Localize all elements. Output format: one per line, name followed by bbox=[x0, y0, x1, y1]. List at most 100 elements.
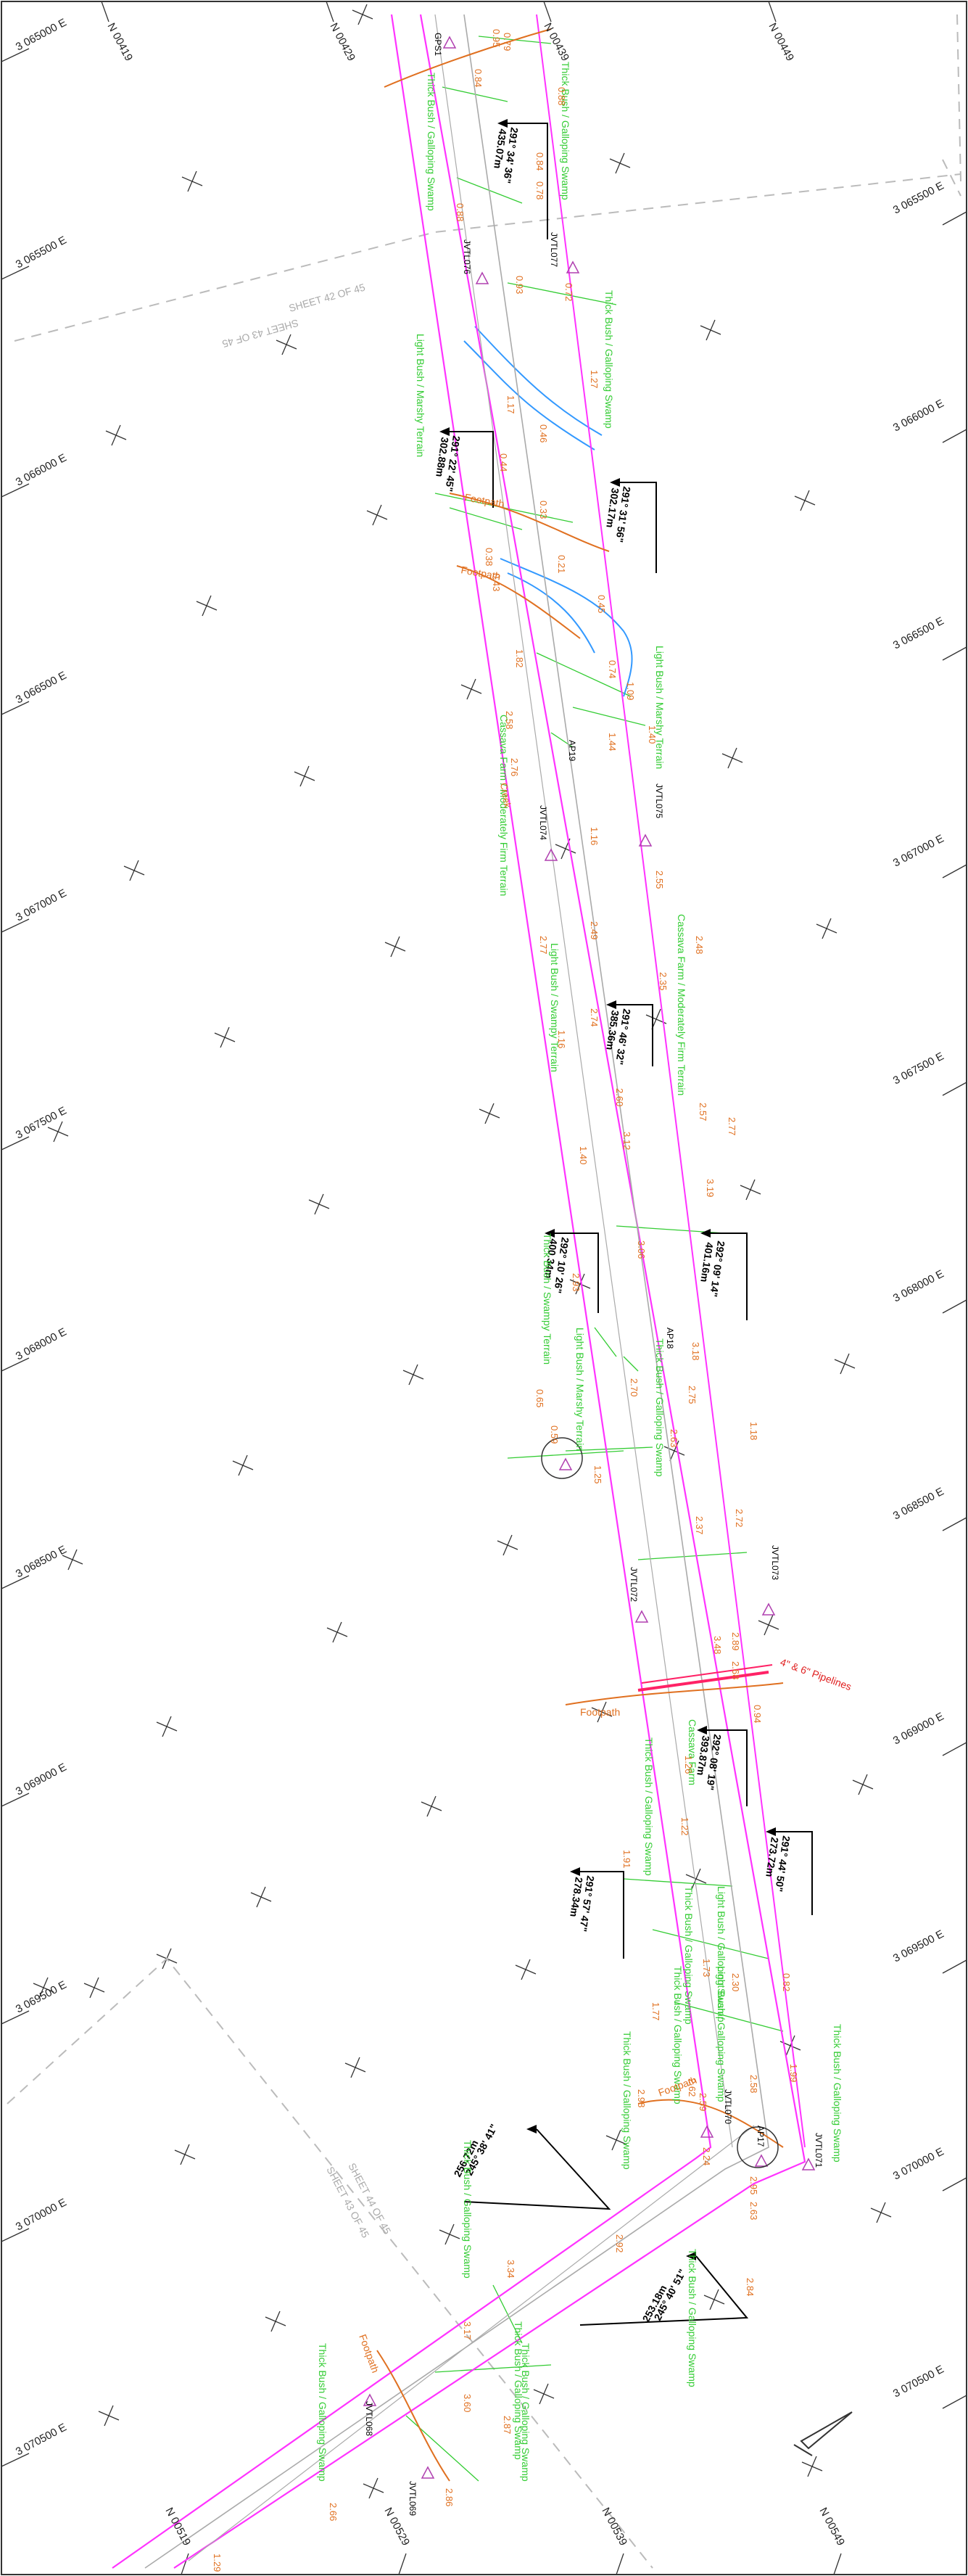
grid-label-right: 3 070000 E bbox=[891, 2145, 946, 2182]
sheet-boundaries bbox=[7, 14, 961, 2569]
level-value: 2.60 bbox=[614, 1088, 625, 1106]
grid-label-left: 3 068500 E bbox=[14, 1543, 69, 1580]
grid-label-right: 3 069000 E bbox=[891, 1710, 946, 1747]
level-value: 2.30 bbox=[730, 1973, 741, 1991]
level-value: 1.29 bbox=[212, 2554, 223, 2572]
station-label: JVTL071 bbox=[814, 2133, 824, 2168]
terrain-label: Light Bush / Marshy Terrain bbox=[415, 334, 426, 457]
grid-label-left: 3 068000 E bbox=[14, 1325, 69, 1362]
level-value: 0.74 bbox=[607, 660, 618, 678]
terrain-label: Thick Bush / Galloping Swamp bbox=[643, 1737, 655, 1876]
grid-label-left: 3 066500 E bbox=[14, 669, 69, 706]
level-value: 0.88 bbox=[556, 87, 567, 105]
level-value: 2.68 bbox=[730, 1661, 741, 1679]
terrain-label: Cassava Farm / Moderately Firm Terrain bbox=[498, 715, 510, 896]
grid-label-right: 3 068000 E bbox=[891, 1267, 946, 1304]
level-value: 1.99 bbox=[788, 2064, 799, 2082]
bearing-distance: 401.16m bbox=[698, 1242, 716, 1283]
level-value: 1.09 bbox=[625, 682, 636, 700]
level-value: 0.84 bbox=[473, 69, 484, 87]
bearing-distance: 302.88m bbox=[434, 437, 451, 478]
station-marks bbox=[363, 36, 816, 2479]
level-value: 0.78 bbox=[534, 181, 545, 199]
grid-label-left: 3 065500 E bbox=[14, 234, 69, 271]
level-value: 0.45 bbox=[596, 595, 607, 613]
footpaths bbox=[376, 28, 784, 2482]
level-value: 1.91 bbox=[621, 1850, 632, 1868]
pipelines-label: 4" & 6" Pipelines bbox=[779, 1656, 853, 1692]
footpath-label: Footpath bbox=[357, 2333, 381, 2374]
level-value: 1.22 bbox=[679, 1817, 690, 1835]
terrain-label: Thick Bush / Galloping Swamp bbox=[317, 2343, 328, 2482]
level-value: 2.57 bbox=[698, 1103, 708, 1121]
level-value: 1.26 bbox=[683, 1756, 694, 1774]
sheet-label: SHEET 42 OF 45 bbox=[287, 281, 366, 313]
grid-crosses bbox=[33, 4, 892, 2499]
northing-label-top: N 00419 bbox=[104, 21, 135, 63]
bearing-distance: 393.87m bbox=[695, 1735, 712, 1777]
terrain-label: Thick Bush / Galloping Swamp bbox=[621, 2031, 633, 2170]
level-value: 2.59 bbox=[698, 2093, 708, 2111]
level-value: 2.58 bbox=[504, 711, 515, 729]
grid-label-left: 3 070500 E bbox=[14, 2421, 69, 2458]
terrain-label: Thick Bush / Galloping Swamp bbox=[560, 62, 571, 200]
station-label: JVTL069 bbox=[408, 2481, 418, 2516]
grid-label-right: 3 067000 E bbox=[891, 832, 946, 869]
grid-label-left: 3 069500 E bbox=[14, 1978, 69, 2015]
grid-label-left: 3 069000 E bbox=[14, 1761, 69, 1798]
station-label: JVTL072 bbox=[629, 1567, 639, 1602]
terrain-label: Thick Bush / Galloping Swamp bbox=[603, 290, 615, 429]
station-label: JVTL070 bbox=[723, 2089, 733, 2124]
terrain-label: Light Bush / Marshy Terrain bbox=[654, 646, 666, 769]
northing-label-bottom: N 00539 bbox=[599, 2506, 629, 2548]
level-value: 0.84 bbox=[534, 152, 545, 170]
level-value: 2.72 bbox=[734, 1509, 745, 1527]
level-value: 3.06 bbox=[636, 1240, 647, 1259]
route-left-edge bbox=[112, 14, 712, 2569]
level-value: 2.66 bbox=[328, 2503, 339, 2521]
level-value: 0.33 bbox=[538, 501, 549, 519]
terrain-label: Thick Bush / Galloping Swamp bbox=[687, 2249, 698, 2387]
level-value: 2.48 bbox=[694, 936, 705, 954]
level-value: 2.95 bbox=[748, 2176, 759, 2194]
route-right-edge bbox=[173, 14, 806, 2569]
terrain-label: Thick Bush / Galloping Swamp bbox=[513, 2321, 524, 2460]
level-value: 1.18 bbox=[748, 1422, 759, 1440]
level-value: 2.37 bbox=[694, 1516, 705, 1534]
ap-circle bbox=[737, 2126, 779, 2168]
terrain-label: Cassava Farm bbox=[687, 1719, 698, 1785]
station-label: JVTL076 bbox=[462, 239, 472, 274]
grid-label-right: 3 067500 E bbox=[891, 1050, 946, 1087]
level-value: 3.48 bbox=[712, 1636, 723, 1654]
northing-label-top: N 00439 bbox=[541, 21, 571, 63]
northing-label-bottom: N 00529 bbox=[381, 2506, 412, 2548]
grid-label-right: 3 066000 E bbox=[891, 397, 946, 434]
level-value: 3.34 bbox=[505, 2260, 516, 2278]
level-value: 0.59 bbox=[549, 1425, 560, 1444]
station-label: JVTL074 bbox=[538, 805, 548, 840]
bearing-distance: 273.72m bbox=[764, 1837, 781, 1878]
terrain-label: Cassava Farm / Moderately Firm Terrain bbox=[676, 914, 687, 1095]
level-value: 0.46 bbox=[538, 424, 549, 443]
terrain-label: Thick Bush / Galloping Swamp bbox=[426, 73, 437, 211]
level-value: 2.63 bbox=[669, 1429, 679, 1447]
station-label: GPS1 bbox=[433, 33, 443, 56]
terrain-label: Thick Bush / Swampy Terrain bbox=[542, 1233, 553, 1365]
level-value: 2.70 bbox=[629, 1378, 640, 1396]
pipelines bbox=[637, 1664, 773, 1692]
level-value: 0.93 bbox=[514, 276, 525, 294]
level-value: 1.16 bbox=[556, 1030, 567, 1048]
level-value: 2.86 bbox=[444, 2488, 455, 2506]
terrain-label: Light Bush / Galloping Swamp bbox=[716, 1886, 727, 2022]
level-value: 2.35 bbox=[658, 972, 669, 990]
grid-label-left: 3 067500 E bbox=[14, 1104, 69, 1141]
level-value: 2.75 bbox=[687, 1386, 698, 1404]
text-layer: 3 065000 E3 065500 E3 066000 E3 066500 E… bbox=[14, 16, 946, 2572]
bearing-arrows bbox=[439, 119, 813, 2326]
level-value: 0.94 bbox=[752, 1705, 763, 1723]
station-label: JVTL075 bbox=[654, 783, 664, 818]
terrain-label: Thick Bush / Galloping Swamp bbox=[462, 2140, 473, 2279]
grid-label-right: 3 070500 E bbox=[891, 2363, 946, 2400]
